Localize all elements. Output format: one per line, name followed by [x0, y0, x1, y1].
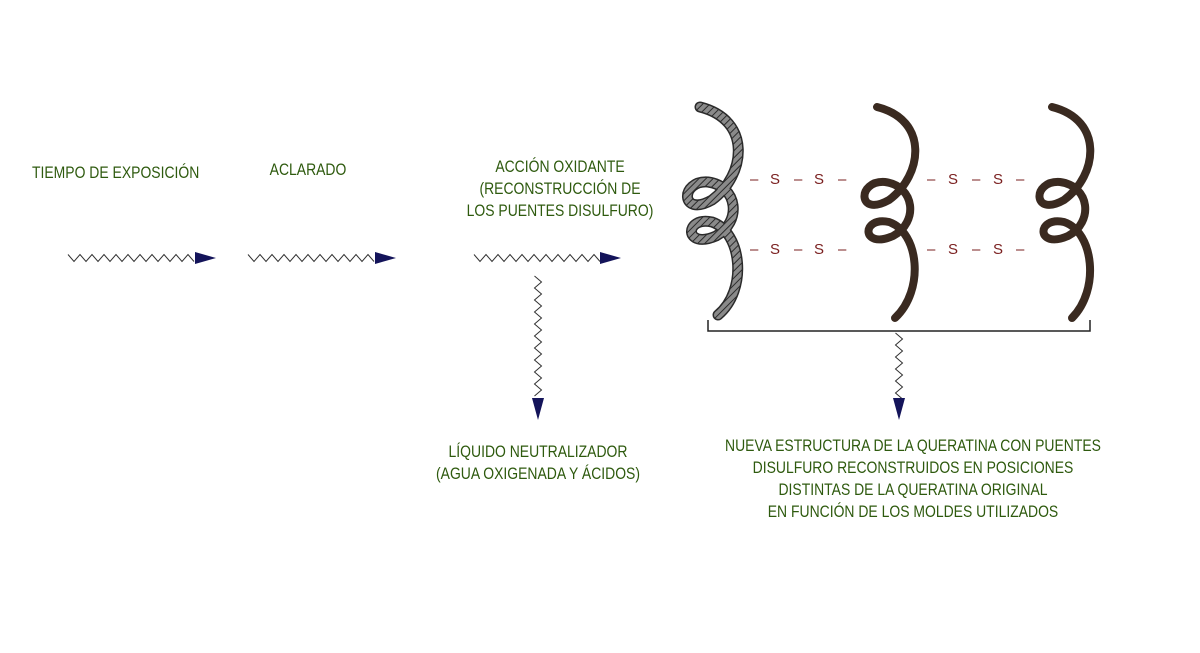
step-label-exposure-time: TIEMPO DE EXPOSICIÓN — [32, 163, 200, 182]
step-label-oxidizing-action: ACCIÓN OXIDANTE (RECONSTRUCCIÓN DE LOS P… — [437, 156, 683, 222]
step-label-rinse: ACLARADO — [269, 160, 347, 179]
bond-sulfur: S — [993, 241, 1003, 258]
disulfide-bond-row-2-left: – S – S – — [750, 241, 847, 258]
neutralizer-line-1: LÍQUIDO NEUTRALIZADOR — [448, 442, 628, 461]
bond-sulfur: S — [948, 171, 958, 188]
arrow-head — [893, 398, 905, 420]
arrow-head — [600, 252, 621, 264]
arrow-head — [195, 252, 216, 264]
wave-line — [894, 332, 904, 400]
bond-dash: – — [972, 171, 981, 188]
disulfide-bond-row-1-right: – S – S – — [927, 171, 1025, 188]
bond-sulfur: S — [814, 171, 824, 188]
oxidizing-line-3: LOS PUENTES DISULFURO) — [466, 201, 654, 220]
keratin-strand-2 — [860, 103, 920, 322]
bond-dash: – — [1016, 241, 1025, 258]
oxidizing-line-1: ACCIÓN OXIDANTE — [495, 157, 625, 176]
arrow-head — [532, 398, 544, 420]
wave-line — [67, 253, 195, 263]
arrow-head — [375, 252, 396, 264]
arrow-oxidizing — [473, 252, 621, 264]
wave-line — [247, 253, 375, 263]
neutralizer-line-2: (AGUA OXIGENADA Y ÁCIDOS) — [435, 464, 641, 483]
bond-sulfur: S — [770, 241, 780, 258]
keratin-strand-3 — [1035, 103, 1095, 322]
bond-dash: – — [1016, 171, 1025, 188]
bond-dash: – — [927, 241, 936, 258]
keratin-strand-1 — [682, 101, 744, 321]
result-line-2: DISULFURO RECONSTRUIDOS EN POSICIONES — [752, 458, 1074, 477]
bond-dash: – — [750, 241, 759, 258]
disulfide-bond-row-1-left: – S – S – — [750, 171, 847, 188]
result-label: NUEVA ESTRUCTURA DE LA QUERATINA CON PUE… — [708, 435, 1118, 523]
bond-dash: – — [838, 171, 847, 188]
wave-line — [533, 275, 543, 397]
neutralizer-label: LÍQUIDO NEUTRALIZADOR (AGUA OXIGENADA Y … — [423, 441, 653, 485]
arrow-exposure — [67, 252, 216, 264]
bond-dash: – — [838, 241, 847, 258]
arrow-to-neutralizer — [532, 275, 544, 420]
result-line-1: NUEVA ESTRUCTURA DE LA QUERATINA CON PUE… — [725, 436, 1101, 455]
bond-dash: – — [750, 171, 759, 188]
result-line-4: EN FUNCIÓN DE LOS MOLDES UTILIZADOS — [767, 502, 1059, 521]
arrow-to-result — [893, 332, 905, 420]
result-line-3: DISTINTAS DE LA QUERATINA ORIGINAL — [778, 480, 1048, 499]
bond-dash: – — [927, 171, 936, 188]
bond-sulfur: S — [814, 241, 824, 258]
oxidizing-line-2: (RECONSTRUCCIÓN DE — [479, 179, 641, 198]
bond-sulfur: S — [770, 171, 780, 188]
wave-line — [473, 253, 601, 263]
bond-dash: – — [794, 171, 803, 188]
bond-dash: – — [972, 241, 981, 258]
bond-dash: – — [794, 241, 803, 258]
bond-sulfur: S — [948, 241, 958, 258]
structure-bracket — [707, 320, 1091, 332]
bond-sulfur: S — [993, 171, 1003, 188]
arrow-rinse — [247, 252, 396, 264]
disulfide-bond-row-2-right: – S – S – — [927, 241, 1025, 258]
